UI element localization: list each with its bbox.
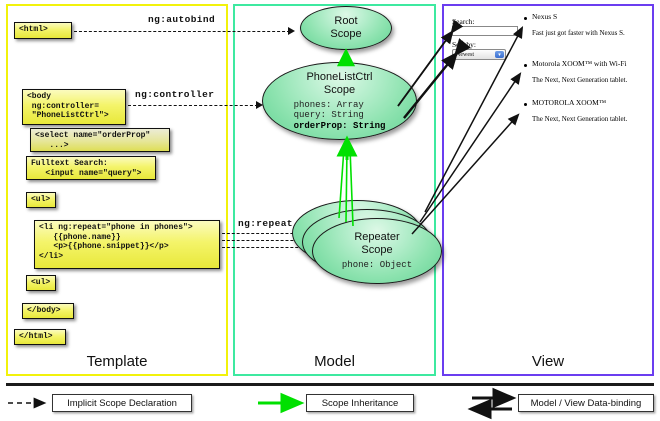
- list-bullet: [524, 17, 527, 20]
- search-input[interactable]: [452, 26, 518, 36]
- scope-prop-query: query: String: [293, 110, 364, 121]
- label-ng-controller: ng:controller: [135, 89, 215, 100]
- code-box-li-repeat-tag[interactable]: <li ng:repeat="phone in phones"> {{phone…: [34, 220, 220, 269]
- scope-prop-orderprop: orderProp: String: [293, 120, 386, 131]
- code-box-html-close-tag[interactable]: </html>: [14, 329, 66, 345]
- phone-snippet: The Next, Next Generation tablet.: [532, 115, 628, 123]
- dash-ng-repeat-3: [222, 247, 308, 248]
- phone-snippet: The Next, Next Generation tablet.: [532, 76, 628, 84]
- code-box-select-tag[interactable]: <select name="orderProp" ...>: [30, 128, 170, 152]
- code-box-html-open-tag[interactable]: <html>: [14, 22, 72, 39]
- search-label: Search:: [452, 17, 475, 26]
- code-box-body-close-tag[interactable]: </body>: [22, 303, 74, 319]
- chevron-down-icon: ▾: [495, 51, 504, 58]
- label-ng-autobind: ng:autobind: [148, 14, 216, 25]
- phone-name[interactable]: MOTOROLA XOOM™: [532, 98, 607, 107]
- sort-select-value: Newest: [456, 51, 474, 58]
- panel-template-title: Template: [86, 353, 148, 370]
- phone-snippet: Fast just got faster with Nexus S.: [532, 29, 625, 37]
- scope-prop-phone: phone: Object: [341, 260, 413, 271]
- scope-prop-phones: phones: Array: [293, 99, 364, 110]
- sort-label: Sort by:: [452, 40, 476, 49]
- scope-root[interactable]: Root Scope: [300, 6, 392, 50]
- scope-phonelistctrl[interactable]: PhoneListCtrl Scope phones: Array query:…: [262, 62, 417, 140]
- scope-repeater-title-line1: Repeater: [354, 231, 400, 244]
- panel-template: Template: [6, 4, 228, 376]
- label-ng-repeat: ng:repeat: [238, 218, 293, 229]
- scope-root-title-line2: Scope: [330, 28, 362, 40]
- panel-model: Model: [233, 4, 436, 376]
- dash-ng-repeat-2: [222, 240, 308, 241]
- code-box-body-tag[interactable]: <body ng:controller= "PhoneListCtrl">: [22, 89, 126, 125]
- code-box-ul-open-tag[interactable]: <ul>: [26, 192, 56, 208]
- scope-phonelistctrl-title-line1: PhoneListCtrl: [306, 70, 373, 83]
- panel-model-title: Model: [314, 353, 355, 370]
- code-box-ul-close-tag[interactable]: <ul>: [26, 275, 56, 291]
- scope-phonelistctrl-title-line2: Scope: [323, 83, 356, 96]
- panel-view-title: View: [531, 353, 565, 370]
- code-box-fulltext-search[interactable]: Fulltext Search: <input name="query">: [26, 156, 156, 180]
- scope-phonelistctrl-props: phones: Array query: String orderProp: S…: [294, 100, 386, 132]
- legend-divider: [6, 383, 654, 386]
- dash-ng-repeat-1: [222, 233, 308, 234]
- arrowhead-ng-autobind: [288, 27, 295, 35]
- list-bullet: [524, 64, 527, 67]
- phone-name[interactable]: Motorola XOOM™ with Wi-Fi: [532, 59, 627, 68]
- legend-item-implicit-scope-declaration: Implicit Scope Declaration: [52, 394, 192, 412]
- list-bullet: [524, 103, 527, 106]
- dash-ng-controller: [128, 105, 258, 106]
- arrowhead-ng-controller: [256, 101, 263, 109]
- legend-item-model-view-data-binding: Model / View Data-binding: [518, 394, 654, 412]
- scope-repeater-props: phone: Object: [342, 260, 412, 271]
- legend-item-scope-inheritance: Scope Inheritance: [306, 394, 414, 412]
- sort-select[interactable]: Newest ▾: [452, 49, 506, 60]
- phone-name[interactable]: Nexus S: [532, 12, 558, 21]
- scope-root-title-line1: Root: [334, 15, 358, 27]
- dash-ng-autobind: [74, 31, 290, 32]
- scope-repeater-title-line2: Scope: [361, 244, 393, 257]
- scope-repeater[interactable]: Repeater Scope phone: Object: [312, 218, 442, 284]
